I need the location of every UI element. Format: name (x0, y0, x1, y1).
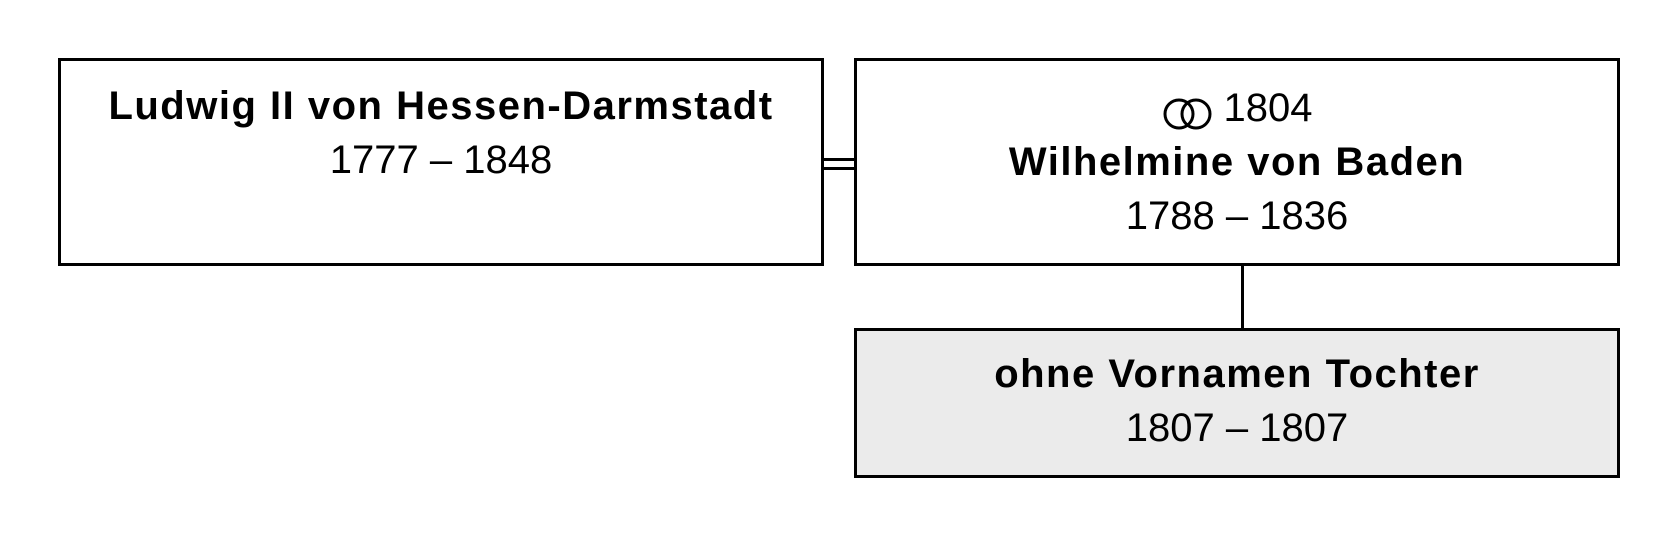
person-name: ohne Vornamen Tochter (994, 352, 1480, 396)
person-box-ludwig: Ludwig II von Hessen-Darmstadt 1777 – 18… (58, 58, 824, 266)
child-connector-line (1241, 266, 1244, 330)
marriage-connector-line-top (824, 158, 854, 161)
person-box-wilhelmine: 1804 Wilhelmine von Baden 1788 – 1836 (854, 58, 1620, 266)
marriage-connector-line-bottom (824, 167, 854, 170)
person-dates: 1777 – 1848 (329, 138, 553, 182)
person-name: Ludwig II von Hessen-Darmstadt (108, 84, 774, 128)
marriage-rings-icon (1162, 91, 1214, 130)
person-dates: 1807 – 1807 (1125, 406, 1349, 450)
marriage-info: 1804 (857, 81, 1617, 135)
person-box-tochter: ohne Vornamen Tochter 1807 – 1807 (854, 328, 1620, 478)
person-name: Wilhelmine von Baden (1008, 140, 1466, 184)
person-dates: 1788 – 1836 (1125, 194, 1349, 238)
marriage-year: 1804 (1223, 86, 1313, 130)
